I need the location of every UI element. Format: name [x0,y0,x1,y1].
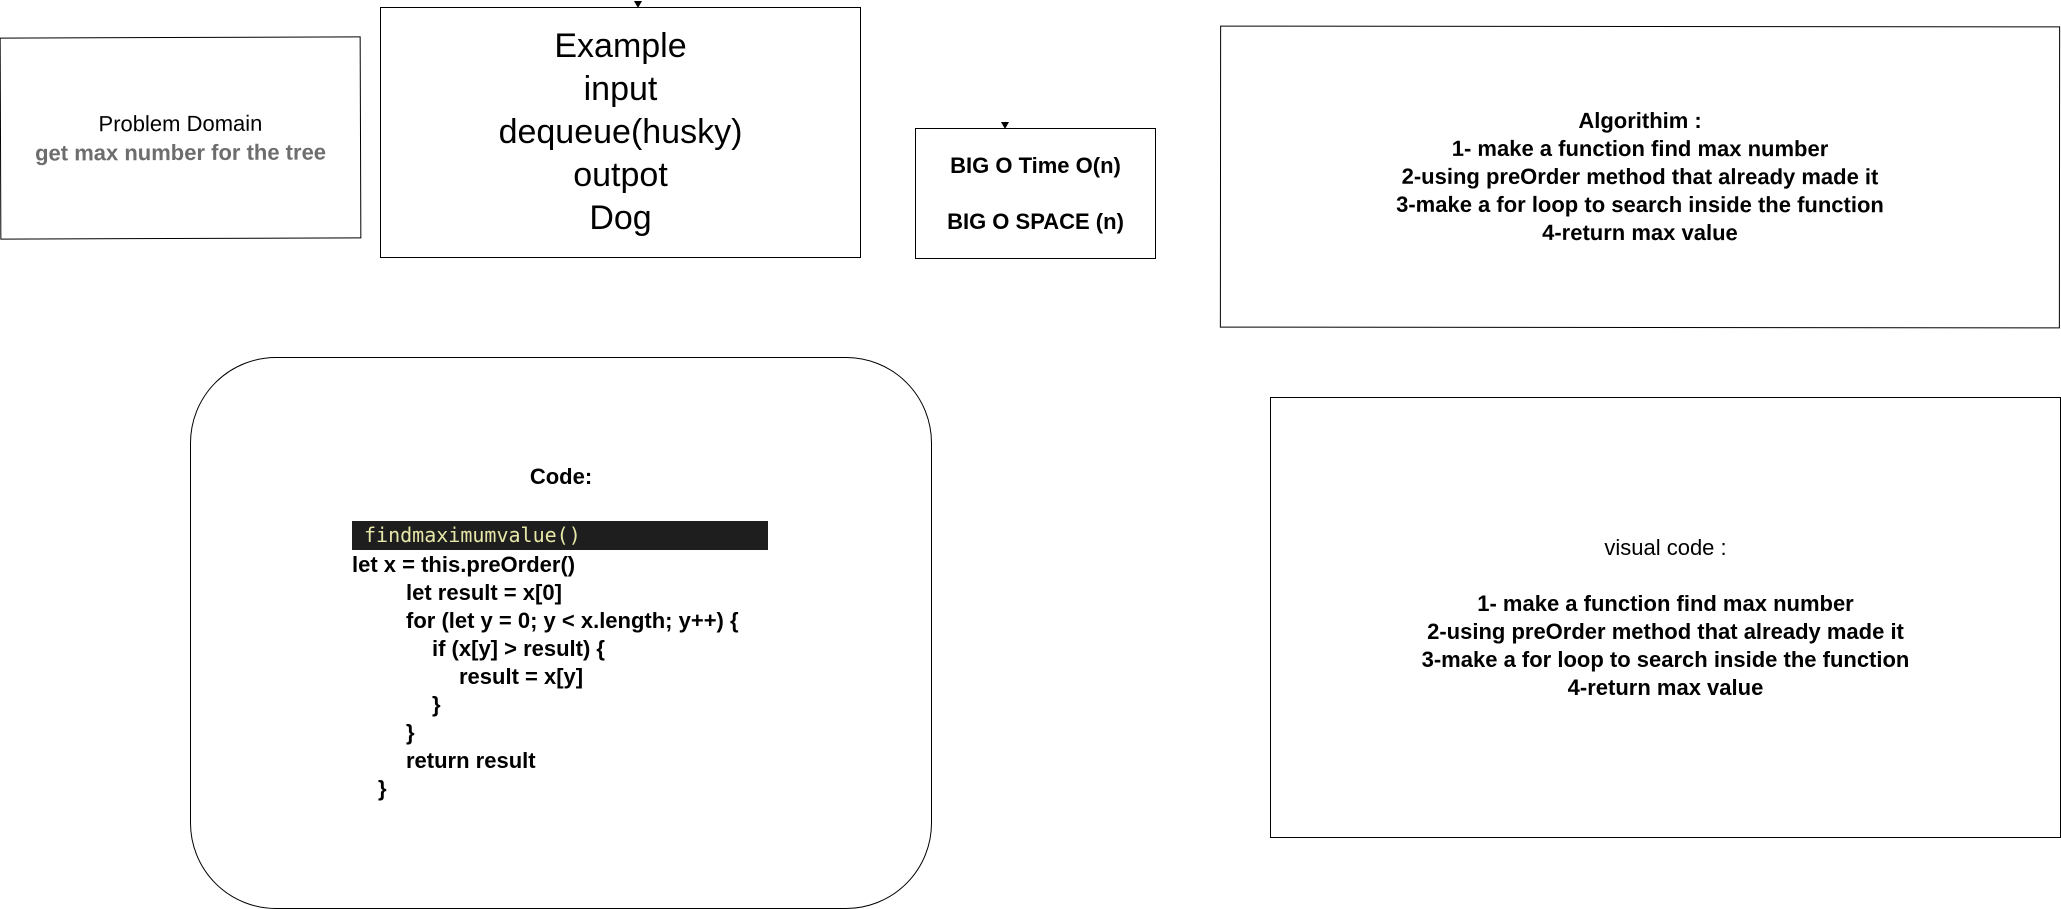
example-line: dequeue(husky) [498,113,743,151]
visual-code-step: 2-using preOrder method that already mad… [1427,618,1904,644]
code-line: let x = this.preOrder() [352,552,576,577]
visual-code-step: 3-make a for loop to search inside the f… [1421,646,1910,672]
example-line: input [583,70,658,108]
code-title: Code: [529,464,593,489]
problem-domain-box: Problem Domain get max number for the tr… [0,36,362,240]
algorithm-step: 2-using preOrder method that already mad… [1401,163,1879,190]
code-line: if (x[y] > result) { [432,636,605,661]
code-line: let result = x[0] [406,580,562,605]
code-box: Code: findmaximumvalue() let x = this.pr… [190,357,932,909]
connector-arrowhead [634,1,642,8]
visual-code-step: 4-return max value [1567,674,1764,700]
algorithm-title: Algorithim : [1578,107,1702,134]
visual-code-title: visual code : [1604,534,1727,560]
problem-domain-subtitle: get max number for the tree [35,139,327,166]
code-line: } [432,692,441,717]
algorithm-box: Algorithim : 1- make a function find max… [1219,25,2061,329]
problem-domain-title: Problem Domain [98,110,263,137]
algorithm-step: 1- make a function find max number [1451,135,1829,162]
example-box: Example input dequeue(husky) outpot Dog [380,7,861,258]
code-function-name: findmaximumvalue() [352,521,768,550]
code-line: } [406,720,415,745]
example-line: Dog [589,199,652,237]
code-line: result = x[y] [459,664,584,689]
code-line: return result [406,748,536,773]
big-o-time: BIG O Time O(n) [950,152,1121,178]
big-o-space: BIG O SPACE (n) [947,208,1124,234]
code-line: for (let y = 0; y < x.length; y++) { [406,608,739,633]
algorithm-step: 4-return max value [1542,219,1738,246]
visual-code-step: 1- make a function find max number [1477,590,1854,616]
algorithm-step: 3-make a for loop to search inside the f… [1396,191,1884,218]
connector-arrowhead [1001,122,1009,129]
big-o-box: BIG O Time O(n) BIG O SPACE (n) [915,128,1156,259]
example-line: outpot [573,156,668,194]
code-line: } [378,776,387,801]
visual-code-box: visual code : 1- make a function find ma… [1270,397,2061,838]
example-line: Example [554,27,687,65]
